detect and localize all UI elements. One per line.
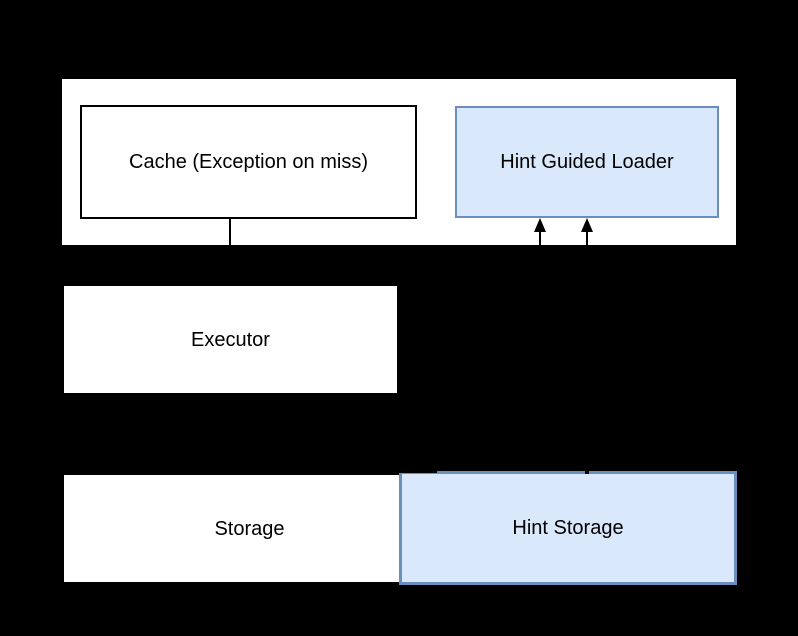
cache-node-label: Cache (Exception on miss) (129, 151, 368, 173)
hint-guided-loader-label: Hint Guided Loader (500, 151, 674, 173)
up-arrow-left-head-icon (534, 218, 546, 232)
hint-storage-label: Hint Storage (512, 517, 624, 539)
hint-storage-node: Hint Storage (399, 471, 737, 585)
storage-top-border-sliver (399, 471, 437, 473)
hint-storage-arrow-stem-notch (585, 465, 589, 474)
hint-guided-loader-node: Hint Guided Loader (455, 106, 719, 218)
up-arrow-right-head-icon (581, 218, 593, 232)
storage-node: Storage (62, 473, 437, 584)
cache-node: Cache (Exception on miss) (80, 105, 417, 219)
up-arrow-right-stem (586, 230, 588, 245)
cache-down-connector-line (229, 218, 231, 245)
storage-node-label: Storage (214, 517, 285, 540)
executor-node: Executor (62, 284, 399, 395)
up-arrow-left-stem (539, 230, 541, 245)
executor-node-label: Executor (191, 328, 270, 351)
